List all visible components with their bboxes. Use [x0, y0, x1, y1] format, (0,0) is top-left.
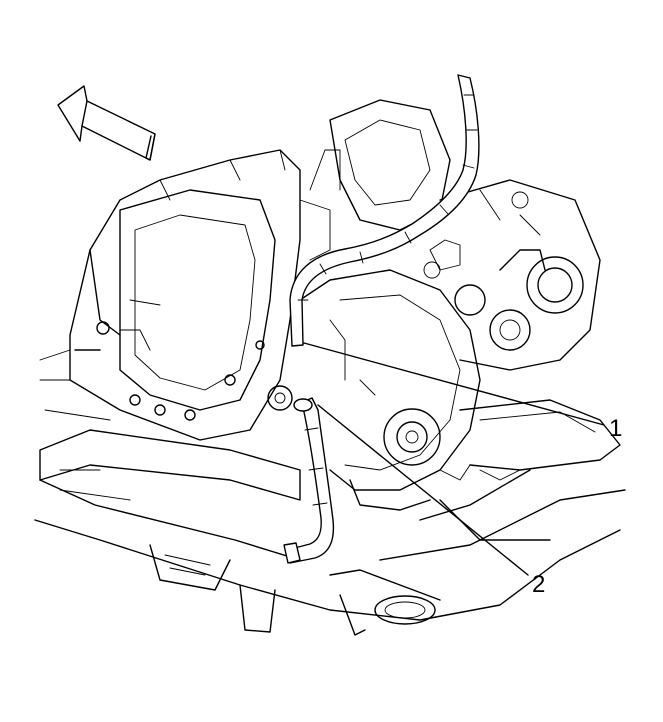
leader-line-2	[317, 404, 529, 576]
callout-1: 1	[609, 415, 623, 442]
leader-line-1	[303, 342, 605, 426]
arrow-front-icon	[57, 85, 156, 161]
subframe	[34, 429, 626, 636]
engine-block	[267, 99, 621, 511]
transmission	[39, 149, 341, 441]
lower-heater-hose	[283, 397, 335, 564]
upper-heater-hose	[289, 74, 480, 347]
callout-2: 2	[532, 571, 546, 598]
